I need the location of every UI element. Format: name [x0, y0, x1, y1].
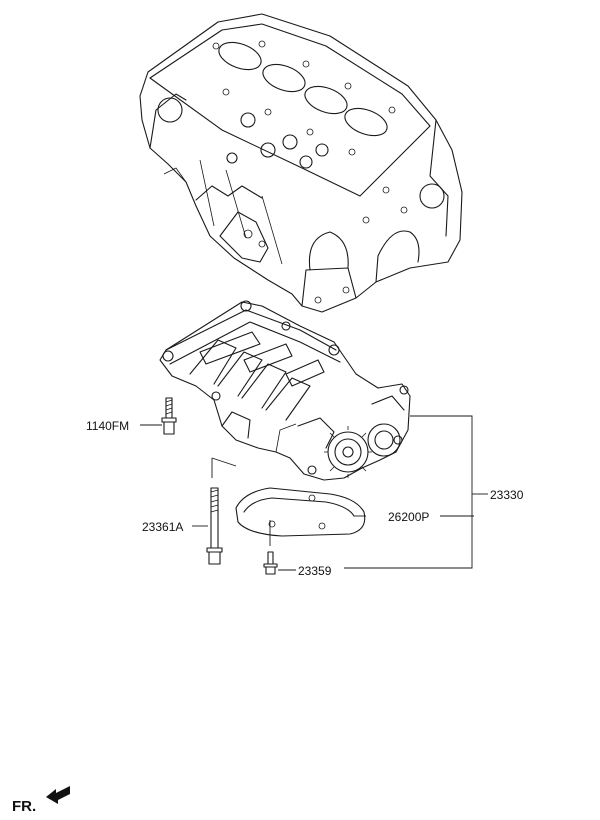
- label-26200p: 26200P: [388, 510, 429, 524]
- front-arrow-icon: [46, 786, 70, 804]
- label-23361a: 23361A: [142, 520, 183, 534]
- label-23359: 23359: [298, 564, 332, 578]
- oil-pump-module: [159, 300, 411, 481]
- front-label: FR.: [12, 798, 36, 815]
- pump-cover: [235, 487, 366, 537]
- label-1140fm: 1140FM: [86, 419, 129, 433]
- bolt-23361a: [206, 457, 237, 565]
- pump-gear: [324, 426, 372, 478]
- label-23330: 23330: [490, 488, 524, 502]
- engine-block: [139, 13, 463, 313]
- bolt-23359: [263, 520, 278, 575]
- bolt-1140fm: [161, 397, 177, 435]
- front-indicator: FR.: [12, 786, 70, 815]
- leader-lines: [140, 415, 488, 571]
